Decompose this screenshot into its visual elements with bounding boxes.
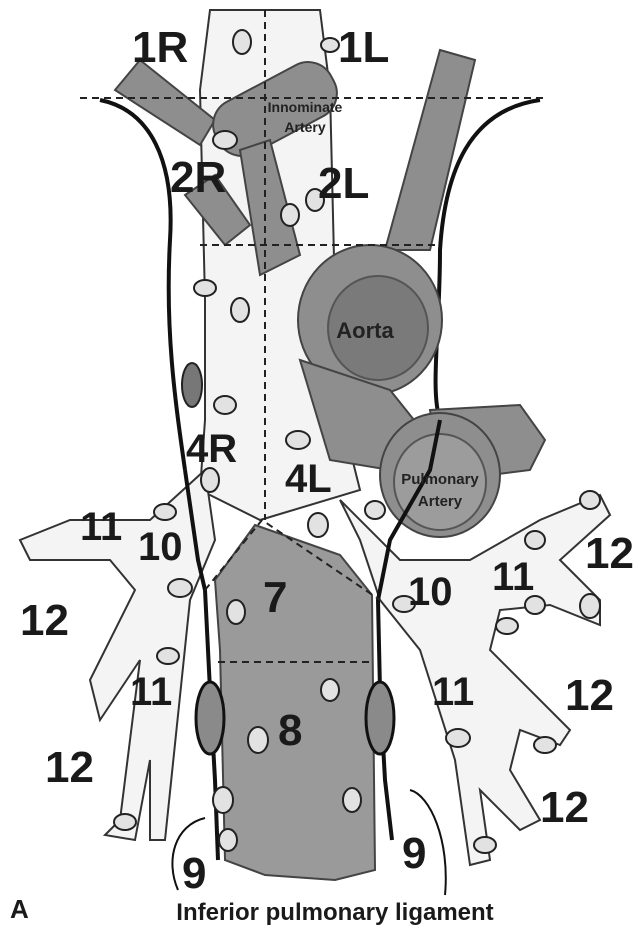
lymph-node: [213, 787, 233, 813]
station-11-right-lower-label: 11: [432, 670, 474, 714]
right-ligament-node: [196, 682, 224, 754]
lymph-node: [157, 648, 179, 664]
lymph-node: [534, 737, 556, 753]
station-8-label: 8: [278, 706, 302, 755]
station-10-left-label: 10: [138, 525, 183, 569]
lymph-node: [525, 531, 545, 549]
lymph-node: [365, 501, 385, 519]
station-12-right-upper-label: 12: [585, 529, 634, 578]
left-ligament-node: [366, 682, 394, 754]
lymph-node: [114, 814, 136, 830]
pulmonary-label-line2: Artery: [418, 493, 463, 510]
station-12-left-upper-label: 12: [20, 596, 69, 645]
station-4L-label: 4L: [285, 457, 332, 501]
lymph-node: [231, 298, 249, 322]
lymph-node: [343, 788, 361, 812]
lymph-node: [281, 204, 299, 226]
lymph-node: [248, 727, 268, 753]
lymph-node: [321, 679, 339, 701]
left-subclavian-artery: [385, 50, 475, 250]
station-9-right-label: 9: [402, 829, 426, 878]
pulmonary-label-line1: Pulmonary: [401, 471, 479, 488]
lymph-node: [227, 600, 245, 624]
station-12-left-lower-label: 12: [45, 743, 94, 792]
lymph-node: [219, 829, 237, 851]
lymph-node: [233, 30, 251, 54]
lymph-node: [580, 594, 600, 618]
lymph-node: [308, 513, 328, 537]
station-11-right-upper-label: 11: [492, 555, 534, 599]
esophagus: [215, 525, 375, 880]
station-4R-label: 4R: [186, 427, 237, 471]
station-9-left-label: 9: [182, 849, 206, 898]
lymph-node: [286, 431, 310, 449]
lymph-node: [213, 131, 237, 149]
innominate-label-line1: Innominate: [268, 99, 343, 115]
aorta-label: Aorta: [336, 318, 394, 343]
lymph-node: [194, 280, 216, 296]
station-11-left-lower-label: 11: [130, 670, 172, 714]
lymph-node: [496, 618, 518, 634]
station-11-left-upper-label: 11: [80, 505, 122, 549]
station-1L-label: 1L: [338, 23, 389, 72]
lymph-node: [580, 491, 600, 509]
station-7-label: 7: [263, 573, 287, 622]
lymph-node: [201, 468, 219, 492]
lymph-node: [154, 504, 176, 520]
station-12-right-mid-label: 12: [565, 671, 614, 720]
lymph-node: [321, 38, 339, 52]
lymph-node: [168, 579, 192, 597]
station-12-right-lower-label: 12: [540, 783, 589, 832]
lymph-node: [474, 837, 496, 853]
panel-letter: A: [10, 894, 29, 924]
lymph-node: [214, 396, 236, 414]
station-1R-label: 1R: [132, 23, 188, 72]
station-10-right-label: 10: [408, 570, 453, 614]
lymph-node: [446, 729, 470, 747]
station-2R-label: 2R: [170, 153, 226, 202]
station-2L-label: 2L: [318, 159, 369, 208]
azygos-vein: [182, 363, 202, 407]
innominate-label-line2: Artery: [284, 119, 325, 135]
figure-caption: Inferior pulmonary ligament: [176, 899, 493, 926]
